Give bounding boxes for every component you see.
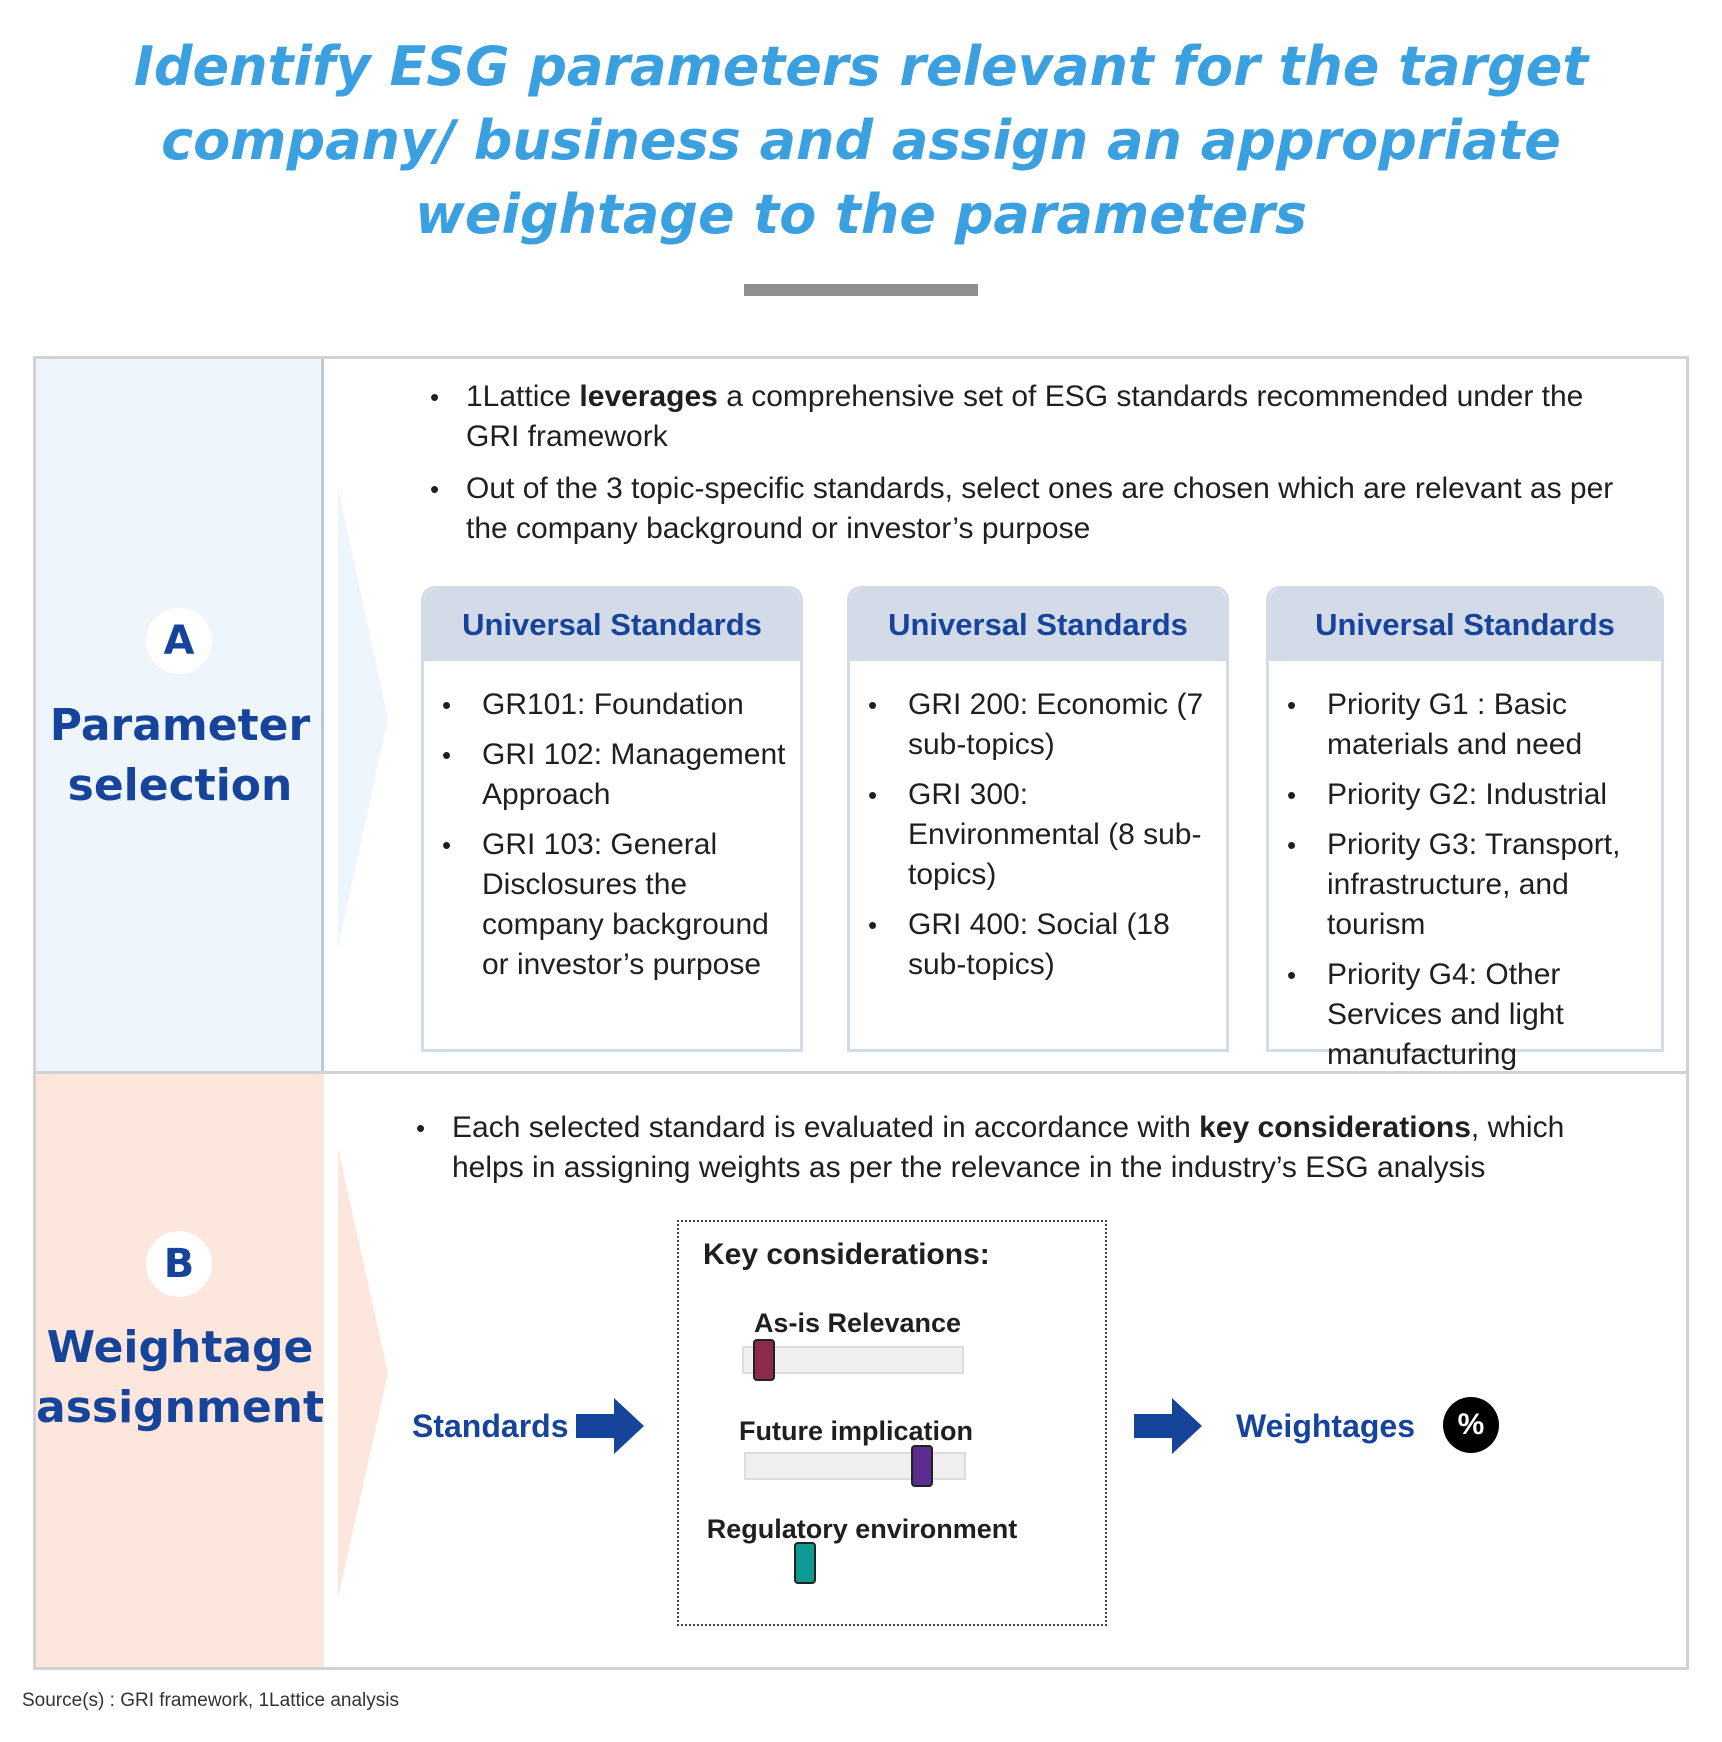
- percent-icon: %: [1443, 1397, 1499, 1453]
- title-line-2: company/ business and assign an appropri…: [161, 109, 1561, 172]
- list-item: Priority G2: Industrial: [1285, 775, 1657, 815]
- card-header: Universal Standards: [850, 589, 1226, 661]
- key-considerations-title: Key considerations:: [703, 1238, 990, 1271]
- future-implication-track: [744, 1452, 966, 1480]
- page-title: Identify ESG parameters relevant for the…: [100, 30, 1622, 252]
- section-b-panel: [36, 1074, 324, 1667]
- section-b-badge: B: [146, 1231, 212, 1297]
- section-a-label: Parameter selection: [36, 696, 324, 816]
- regulatory-environment-label: Regulatory environment: [706, 1514, 1018, 1544]
- section-b-bullet-1: Each selected standard is evaluated in a…: [410, 1108, 1630, 1188]
- section-b-label: Weightage assignment: [36, 1318, 324, 1438]
- regulatory-environment-marker: [794, 1542, 816, 1584]
- as-is-relevance-track: [742, 1346, 964, 1374]
- section-a-panel: [36, 359, 324, 1071]
- bullet-text: Each selected standard is evaluated in a…: [452, 1111, 1200, 1144]
- section-b-bullets: Each selected standard is evaluated in a…: [410, 1108, 1630, 1200]
- section-a-bullets: 1Lattice leverages a comprehensive set o…: [424, 377, 1624, 561]
- right-arrow-icon: [1134, 1398, 1202, 1454]
- list-item: GRI 103: General Disclosures the company…: [440, 825, 788, 985]
- section-b-label-line-1: Weightage: [46, 1322, 314, 1373]
- section-a-badge: A: [146, 608, 212, 674]
- list-item: Priority G4: Other Services and light ma…: [1285, 955, 1657, 1075]
- list-item: GR101: Foundation: [440, 685, 788, 725]
- future-implication-marker: [910, 1445, 933, 1487]
- as-is-relevance-marker: [753, 1339, 776, 1381]
- bullet-text: 1Lattice: [466, 380, 580, 413]
- title-line-3: weightage to the parameters: [414, 183, 1308, 246]
- section-a-chevron: [338, 488, 388, 948]
- section-a-bullet-2: Out of the 3 topic-specific standards, s…: [424, 469, 1624, 549]
- key-considerations-box: Key considerations: As-is Relevance Futu…: [677, 1220, 1107, 1626]
- title-divider: [744, 284, 978, 296]
- bullet-text: a comprehensive set of ESG standards rec…: [466, 380, 1584, 453]
- card-list: Priority G1 : Basic materials and need P…: [1269, 661, 1661, 1075]
- section-divider: [36, 1071, 1686, 1074]
- list-item: GRI 400: Social (18 sub-topics): [866, 905, 1214, 985]
- right-arrow-icon: [576, 1398, 644, 1454]
- future-implication-label: Future implication: [738, 1416, 973, 1446]
- card-list: GRI 200: Economic (7 sub-topics) GRI 300…: [850, 661, 1226, 985]
- section-a-label-line-2: selection: [67, 760, 293, 811]
- standards-card-3: Universal Standards Priority G1 : Basic …: [1266, 586, 1664, 1071]
- title-line-1: Identify ESG parameters relevant for the…: [133, 35, 1589, 98]
- card-header: Universal Standards: [1269, 589, 1661, 661]
- list-item: Priority G1 : Basic materials and need: [1285, 685, 1657, 765]
- bullet-emphasis: key considerations: [1199, 1111, 1471, 1144]
- section-a-label-line-1: Parameter: [49, 700, 311, 751]
- list-item: GRI 300: Environmental (8 sub-topics): [866, 775, 1214, 895]
- card-header: Universal Standards: [424, 589, 800, 661]
- standards-label: Standards: [412, 1408, 569, 1444]
- source-note: Source(s) : GRI framework, 1Lattice anal…: [22, 1690, 399, 1711]
- bullet-text: Out of the 3 topic-specific standards, s…: [466, 472, 1614, 545]
- list-item: Priority G3: Transport, infrastructure, …: [1285, 825, 1657, 945]
- as-is-relevance-label: As-is Relevance: [753, 1308, 962, 1338]
- list-item: GRI 200: Economic (7 sub-topics): [866, 685, 1214, 765]
- list-item: GRI 102: Management Approach: [440, 735, 788, 815]
- section-b-label-line-2: assignment: [36, 1382, 325, 1433]
- section-b-chevron: [338, 1148, 388, 1598]
- standards-card-2: Universal Standards GRI 200: Economic (7…: [847, 586, 1229, 1052]
- card-list: GR101: Foundation GRI 102: Management Ap…: [424, 661, 800, 985]
- bullet-emphasis: leverages: [579, 380, 718, 413]
- section-a-bullet-1: 1Lattice leverages a comprehensive set o…: [424, 377, 1624, 457]
- bullet-text: , which helps in assigning weights as pe…: [452, 1111, 1565, 1184]
- content-frame: [33, 356, 1689, 1670]
- weightages-label: Weightages: [1236, 1408, 1415, 1444]
- standards-card-1: Universal Standards GR101: Foundation GR…: [421, 586, 803, 1052]
